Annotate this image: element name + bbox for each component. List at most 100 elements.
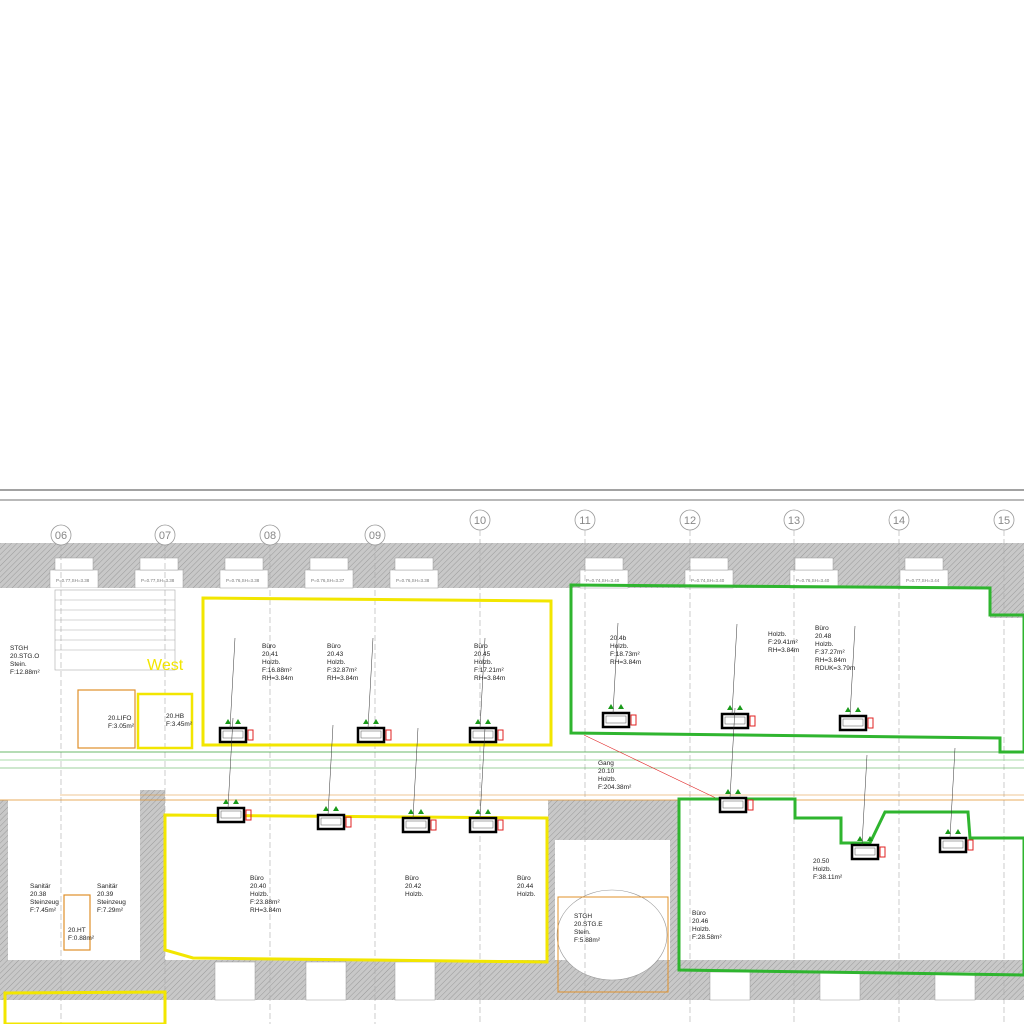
- room-label-line: 20.HT: [68, 927, 86, 934]
- fan-coil-unit[interactable]: [356, 637, 392, 744]
- zone-label: West: [147, 657, 184, 674]
- shaft: [63, 894, 91, 951]
- fan-coil-unit[interactable]: [718, 707, 754, 814]
- room-label-line: RH=3.84m: [327, 675, 358, 682]
- room-label-line: 20.40: [250, 883, 267, 890]
- room-label-line: Büro: [405, 875, 419, 882]
- fan-coil-unit[interactable]: [938, 747, 974, 854]
- room-label-line: Gang: [598, 760, 614, 767]
- window-label: P=0.76,SH=3.37: [311, 578, 345, 583]
- room-label-line: 20.50: [813, 858, 830, 865]
- room-label-line: F:38.11m²: [813, 874, 843, 881]
- fan-coil-unit[interactable]: [468, 727, 504, 834]
- airflow-arrow-icon: [333, 806, 339, 811]
- room-label-line: Büro: [474, 643, 488, 650]
- room-label-line: STGH: [574, 913, 592, 920]
- airflow-arrow-icon: [618, 704, 624, 709]
- room-label-line: 20.STG.E: [574, 921, 603, 928]
- fan-coil-unit[interactable]: [601, 622, 637, 729]
- corridor: [0, 745, 1024, 800]
- airflow-arrow-icon: [485, 719, 491, 724]
- airflow-arrow-icon: [737, 705, 743, 710]
- fan-coil-unit[interactable]: [316, 724, 352, 831]
- room-label-line: 20.LIFO: [108, 715, 131, 722]
- room-label-line: F:3.45m²: [166, 721, 193, 728]
- airflow-arrow-icon: [235, 719, 241, 724]
- grid-axis-label: 08: [264, 530, 276, 542]
- lift-shaft: [77, 689, 136, 749]
- room-label-line: 20.43: [327, 651, 344, 658]
- grid-axis-label: 06: [55, 530, 67, 542]
- airflow-arrow-icon: [223, 799, 229, 804]
- room-label-line: RH=3.84m: [474, 675, 505, 682]
- window-label: P=0.77,SH=3.38: [141, 578, 175, 583]
- spiral-stair: [556, 889, 668, 981]
- stairs-west: [54, 589, 176, 671]
- room-label-line: Stein.: [10, 661, 27, 668]
- room-label-line: Holzb.: [405, 891, 424, 898]
- room-label-line: RDUK=3.79m: [815, 665, 855, 672]
- room-label-line: F:7.29m²: [97, 907, 124, 914]
- room-label-line: F:17.21m²: [474, 667, 504, 674]
- airflow-arrow-icon: [845, 707, 851, 712]
- room-label-line: 20.41: [262, 651, 279, 658]
- window-label: P=0.74,SH=3.40: [691, 578, 725, 583]
- zone-west-south: [163, 813, 549, 964]
- room-label-line: RH=3.84m: [262, 675, 293, 682]
- fan-coil-unit[interactable]: [468, 637, 504, 744]
- airflow-arrow-icon: [857, 836, 863, 841]
- fan-coil-unit[interactable]: [218, 637, 254, 744]
- room-label-line: 20.42: [405, 883, 422, 890]
- grid-axis-bubble: [993, 509, 1015, 531]
- room-label-line: F:3.05m²: [108, 723, 135, 730]
- room-label-line: F:37.27m²: [815, 649, 845, 656]
- room-label: 20.HTF:0.88m²: [68, 927, 95, 942]
- fan-coil-unit[interactable]: [838, 625, 874, 732]
- room-label-line: 20.46: [692, 918, 709, 925]
- room-label-line: F:29.41m²: [768, 639, 798, 646]
- room-label-line: 20.44: [517, 883, 534, 890]
- window-label: P=0.77,SH=3.44: [906, 578, 940, 583]
- room-label-line: Büro: [250, 875, 264, 882]
- room-label-line: 20.39: [97, 891, 114, 898]
- airflow-arrow-icon: [855, 707, 861, 712]
- zone-west-hb: [136, 692, 194, 750]
- grid-axis-label: 13: [788, 515, 800, 527]
- room-label-line: Büro: [517, 875, 531, 882]
- fan-coil-unit[interactable]: [216, 717, 252, 824]
- zone-west-north: [201, 596, 553, 747]
- room-label-line: F:16.88m²: [262, 667, 292, 674]
- room-label-line: Holzb.: [250, 891, 269, 898]
- airflow-arrow-icon: [955, 829, 961, 834]
- room-label-line: Holzb.: [768, 631, 787, 638]
- room-label-line: Holzb.: [815, 641, 834, 648]
- room-label-line: Holzb.: [262, 659, 281, 666]
- grid-axis-label: 15: [998, 515, 1010, 527]
- airflow-arrow-icon: [725, 789, 731, 794]
- room-label-line: 20.38: [30, 891, 47, 898]
- airflow-arrow-icon: [363, 719, 369, 724]
- room-label-line: Sanitär: [30, 883, 51, 890]
- fan-coil-unit[interactable]: [720, 623, 756, 730]
- airflow-arrow-icon: [735, 789, 741, 794]
- airflow-arrow-icon: [418, 809, 424, 814]
- room-label-line: 20.4b: [610, 635, 627, 642]
- window-label: P=0.76,SH=3.40: [796, 578, 830, 583]
- fan-coil-unit[interactable]: [850, 754, 886, 861]
- stair-outline: [557, 896, 669, 993]
- window-label: P=0.76,SH=3.38: [396, 578, 430, 583]
- fan-coil-unit[interactable]: [401, 727, 437, 834]
- airflow-arrow-icon: [225, 719, 231, 724]
- room-label-line: Steinzeug: [30, 899, 59, 906]
- zone-east-south: [677, 797, 1024, 977]
